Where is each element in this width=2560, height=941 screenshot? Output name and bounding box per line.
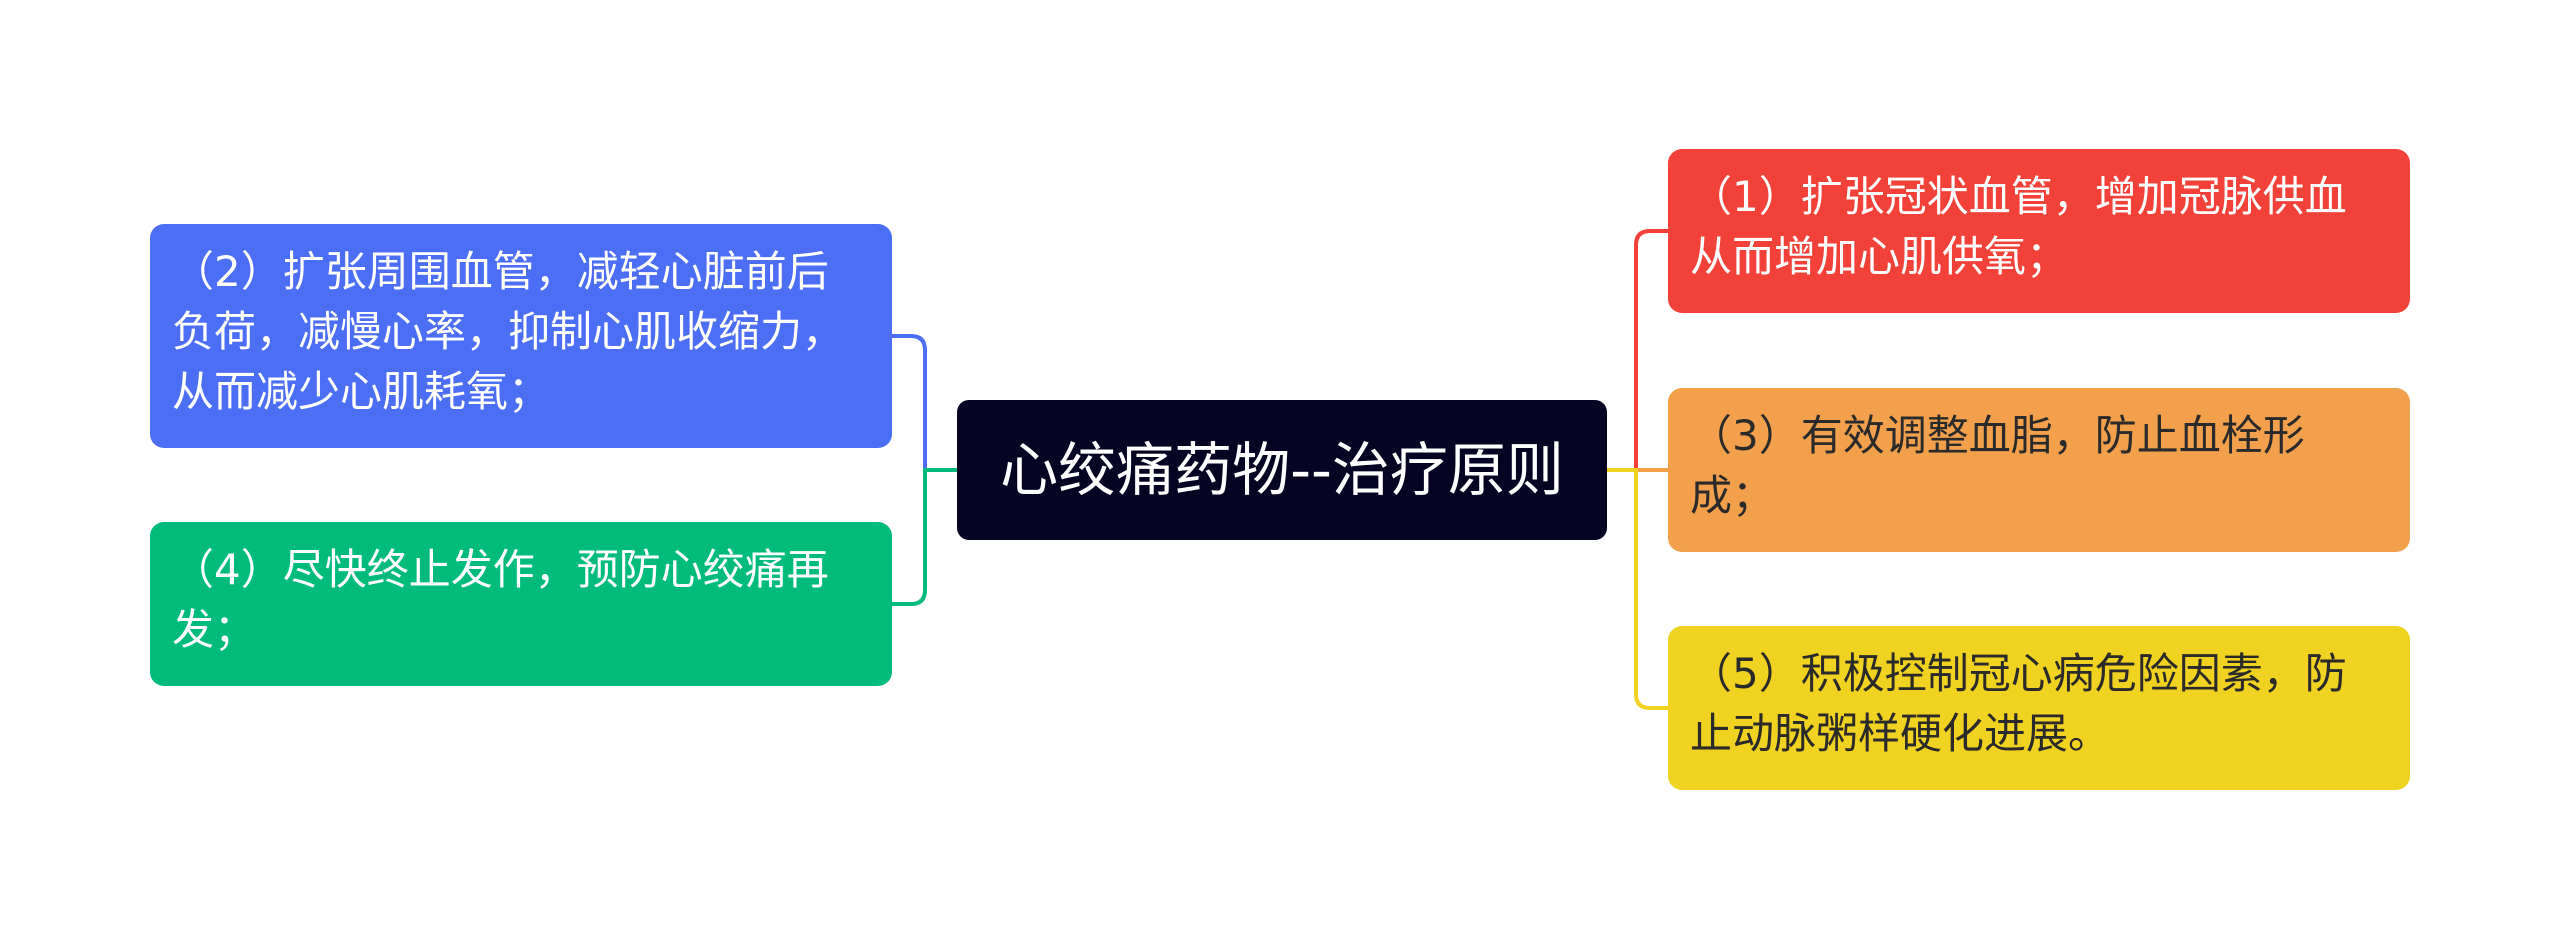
topic-item-3[interactable]: （3）有效调整血脂，防止血栓形成； bbox=[1668, 388, 2410, 552]
connector-item4 bbox=[892, 468, 957, 606]
central-topic[interactable]: 心绞痛药物--治疗原则 bbox=[957, 400, 1607, 540]
topic-item-5[interactable]: （5）积极控制冠心病危险因素，防止动脉粥样硬化进展。 bbox=[1668, 626, 2410, 790]
connector-item1 bbox=[1607, 229, 1668, 472]
topic-item-4[interactable]: （4）尽快终止发作，预防心绞痛再发； bbox=[150, 522, 892, 686]
connector-item5 bbox=[1607, 468, 1668, 710]
connector-item2 bbox=[892, 334, 957, 472]
topic-item-2[interactable]: （2）扩张周围血管，减轻心脏前后负荷，减慢心率，抑制心肌收缩力，从而减少心肌耗氧… bbox=[150, 224, 892, 448]
topic-item-1[interactable]: （1）扩张冠状血管，增加冠脉供血从而增加心肌供氧； bbox=[1668, 149, 2410, 313]
